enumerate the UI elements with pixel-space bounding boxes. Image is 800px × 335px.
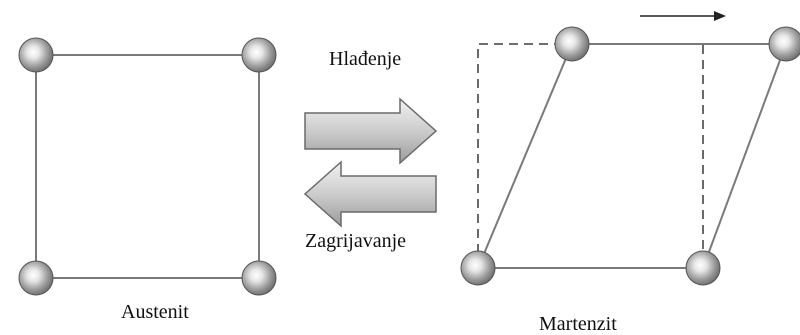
austenite-square bbox=[35, 54, 260, 279]
atom-icon bbox=[768, 26, 800, 62]
atom-icon bbox=[18, 37, 54, 73]
original-outline-dashed bbox=[477, 43, 704, 268]
austenite-atoms bbox=[18, 37, 277, 296]
atom-icon bbox=[241, 37, 277, 73]
shear-direction-arrow bbox=[640, 11, 726, 21]
martensite-left-edge bbox=[477, 43, 573, 269]
martensite-label: Martenzit bbox=[539, 313, 617, 335]
cooling-arrow bbox=[304, 97, 438, 165]
atom-icon bbox=[241, 260, 277, 296]
atom-icon bbox=[554, 26, 590, 62]
austenite-label: Austenit bbox=[121, 301, 189, 323]
martensite-right-edge bbox=[702, 43, 787, 269]
austenite-cell bbox=[18, 37, 277, 296]
right-block-arrow-icon bbox=[304, 97, 438, 165]
martensite-cell bbox=[460, 26, 800, 286]
atom-icon bbox=[460, 250, 496, 286]
atom-icon bbox=[685, 250, 721, 286]
heating-arrow bbox=[303, 160, 437, 228]
martensite-atoms bbox=[460, 26, 800, 286]
heating-label: Zagrijavanje bbox=[305, 230, 407, 252]
right-arrow-head bbox=[714, 11, 726, 21]
left-block-arrow-icon bbox=[303, 160, 437, 228]
atom-icon bbox=[18, 260, 54, 296]
cooling-label: Hlađenje bbox=[329, 48, 402, 70]
